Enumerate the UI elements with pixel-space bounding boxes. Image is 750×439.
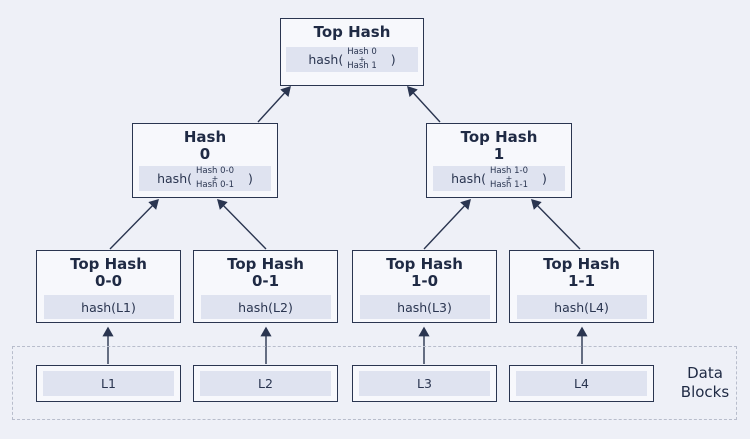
data-block-l4: L4 [509,365,654,402]
root-title: Top Hash [313,23,391,41]
hash-0-formula-prefix: hash( [157,171,192,186]
hash-0-1-formula: hash(L2) [200,295,331,319]
root-formula-suffix: ) [390,52,396,67]
hash-1-formula-prefix: hash( [451,171,486,186]
hash-0-formula: hash( Hash 0-0 + Hash 0-1 ) [139,166,271,191]
root-formula-prefix: hash( [308,52,344,67]
hash-1-0-formula: hash(L3) [359,295,490,319]
hash-1-0-title: Top Hash 1-0 [386,255,463,290]
arrow-leaf10-to-hash1 [423,198,471,250]
arrow-leaf11-to-hash1 [531,198,581,250]
hash-0-node: Hash 0 hash( Hash 0-0 + Hash 0-1 ) [132,123,278,198]
hash-1-1-formula: hash(L4) [516,295,647,319]
hash-0-0-title: Top Hash 0-0 [70,255,147,290]
hash-1-formula: hash( Hash 1-0 + Hash 1-1 ) [433,166,565,191]
data-block-l3-label: L3 [359,371,490,396]
root-formula-plus: + [358,55,366,64]
data-block-l4-label: L4 [516,371,647,396]
arrow-leaf01-to-hash0 [217,198,267,250]
hash-0-formula-bottom: Hash 0-1 [196,180,235,190]
hash-1-1-node: Top Hash 1-1 hash(L4) [509,250,654,323]
root-formula-pair: Hash 0 + Hash 1 [347,48,377,71]
root-formula: hash( Hash 0 + Hash 1 ) [286,47,418,72]
hash-1-node: Top Hash 1 hash( Hash 1-0 + Hash 1-1 ) [426,123,572,198]
data-block-l2: L2 [193,365,338,402]
hash-0-title: Hash 0 [183,128,227,163]
root-formula-top: Hash 0 [347,47,377,57]
root-formula-bottom: Hash 1 [347,61,377,71]
data-block-l1: L1 [36,365,181,402]
hash-1-title: Top Hash 1 [460,128,538,163]
hash-1-formula-suffix: ) [542,171,547,186]
arrow-leaf00-to-hash0 [109,198,159,250]
hash-0-0-formula: hash(L1) [43,295,174,319]
hash-0-formula-top: Hash 0-0 [196,166,235,176]
data-block-l3: L3 [352,365,497,402]
root-hash-node: Top Hash hash( Hash 0 + Hash 1 ) [280,18,424,86]
hash-1-formula-bottom: Hash 1-1 [490,180,529,190]
hash-0-1-title: Top Hash 0-1 [227,255,304,290]
arrow-hash0-to-root [257,85,291,123]
hash-1-formula-pair: Hash 1-0 + Hash 1-1 [490,167,528,190]
hash-0-formula-suffix: ) [248,171,253,186]
hash-1-formula-top: Hash 1-0 [490,166,529,176]
hash-0-formula-plus: + [211,174,219,183]
arrow-hash1-to-root [407,85,441,123]
hash-0-formula-pair: Hash 0-0 + Hash 0-1 [196,167,234,190]
hash-1-formula-plus: + [505,174,513,183]
data-block-l2-label: L2 [200,371,331,396]
hash-1-1-title: Top Hash 1-1 [543,255,620,290]
hash-0-0-node: Top Hash 0-0 hash(L1) [36,250,181,323]
data-blocks-label: Data Blocks [680,364,730,401]
data-block-l1-label: L1 [43,371,174,396]
data-blocks-region [12,346,737,420]
hash-0-1-node: Top Hash 0-1 hash(L2) [193,250,338,323]
hash-1-0-node: Top Hash 1-0 hash(L3) [352,250,497,323]
